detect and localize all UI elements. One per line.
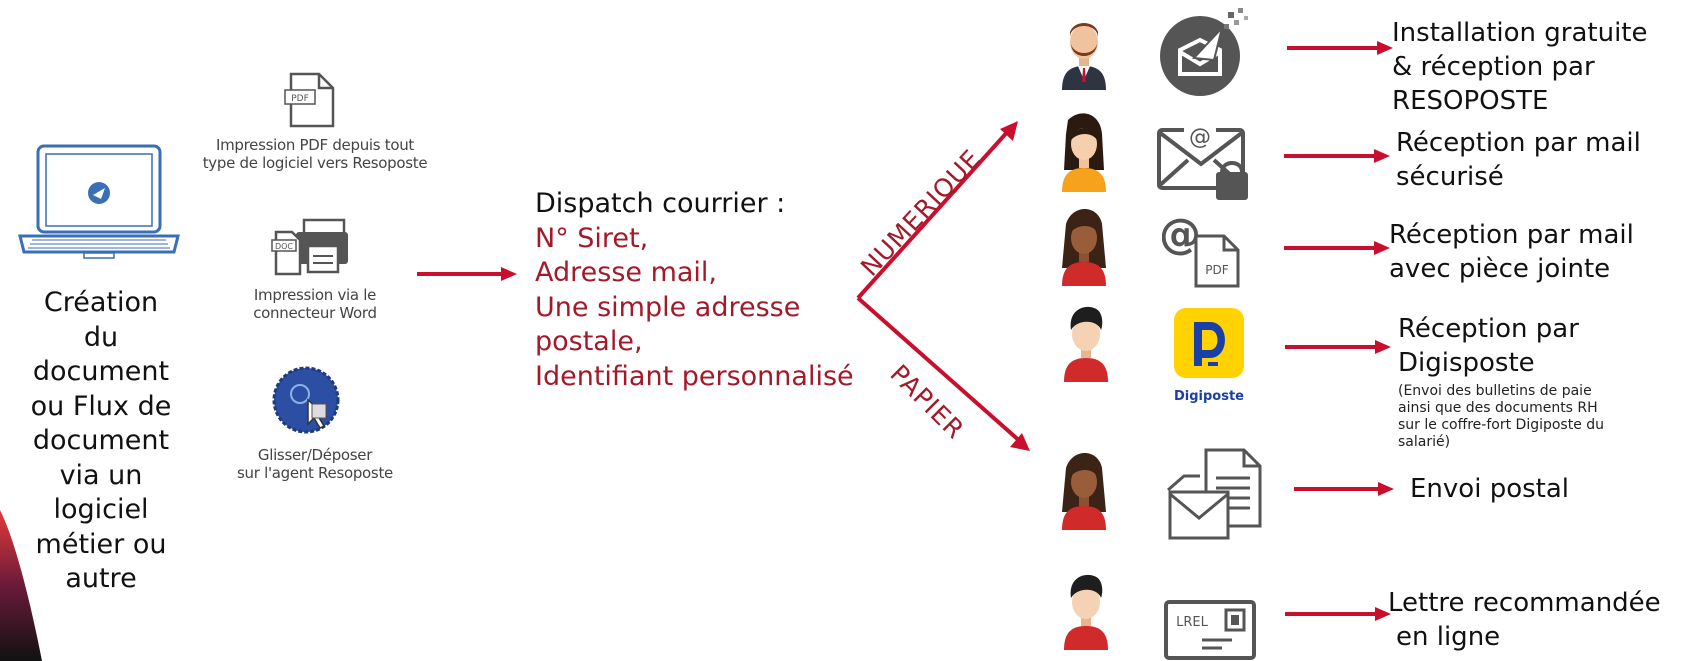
output-arrow (1284, 149, 1390, 163)
creation-line: métier ou (35, 528, 167, 560)
creation-line: logiciel (53, 494, 149, 525)
output-arrow (1285, 607, 1391, 621)
note-line: ainsi que des documents RH (1398, 400, 1598, 416)
person-woman-yellow-icon (1062, 113, 1106, 192)
creation-text: Création du document ou Flux de document… (10, 286, 192, 597)
digiposte-note: (Envoi des bulletins de paie ainsi que d… (1398, 383, 1694, 451)
digiposte-icon: Digiposte (1174, 308, 1244, 404)
dispatch-block: Dispatch courrier : N° Siret, Adresse ma… (535, 187, 865, 394)
output-line: sécurisé (1396, 162, 1504, 192)
output-arrow (1285, 340, 1391, 354)
output-line: Digisposte (1398, 348, 1535, 378)
output-line: Lettre recommandée (1388, 588, 1661, 618)
digiposte-badge: Digiposte (1174, 389, 1244, 404)
dispatch-item: Adresse mail, (535, 257, 718, 288)
laptop-icon (18, 144, 180, 259)
input-line: connecteur Word (253, 304, 377, 322)
dispatch-item: N° Siret, (535, 222, 649, 254)
creation-line: du (83, 321, 119, 353)
arrow-to-dispatch (417, 267, 517, 281)
output-text-resoposte: Installation gratuite & réception par RE… (1392, 16, 1692, 118)
output-line: Réception par mail (1389, 220, 1634, 250)
corner-decoration (0, 510, 42, 661)
person-woman-red-icon (1062, 453, 1106, 530)
output-text-digiposte: Réception par Digisposte (1398, 312, 1694, 380)
output-arrow (1294, 482, 1394, 496)
output-line: & réception par (1392, 52, 1595, 82)
input-line: sur l'agent Resoposte (237, 464, 393, 482)
person-man-red-icon (1064, 574, 1108, 650)
person-man-suit-icon (1062, 23, 1106, 90)
output-line: RESOPOSTE (1392, 86, 1549, 116)
input-line: Glisser/Déposer (257, 446, 373, 464)
dispatch-item: Une simple adresse (535, 291, 801, 323)
person-woman-red-icon (1062, 209, 1106, 286)
lrel-icon: LREL (1164, 600, 1256, 660)
branch-arrows (856, 121, 1030, 451)
input-line: type de logiciel vers Resoposte (202, 154, 428, 172)
output-arrow (1287, 41, 1393, 55)
output-line: avec pièce jointe (1389, 254, 1611, 284)
creation-line: ou Flux de (30, 390, 172, 422)
printer-icon: DOC (271, 218, 348, 276)
doc-badge: DOC (275, 242, 293, 251)
note-line: sur le coffre-fort Digiposte du (1398, 417, 1605, 433)
creation-line: document (32, 356, 170, 387)
person-man-red-icon (1064, 306, 1108, 382)
creation-line: document (32, 425, 170, 456)
pdf-attachment-icon: @ PDF (1162, 210, 1240, 288)
resoposte-agent-icon (272, 366, 340, 434)
creation-line: via un (59, 459, 143, 491)
at-badge: @ (1189, 125, 1211, 150)
postal-letter-icon (1167, 448, 1262, 540)
pdf-file-icon: PDF (284, 72, 335, 128)
output-line: Envoi postal (1410, 474, 1569, 504)
input-label-pdf: Impression PDF depuis tout type de logic… (195, 136, 435, 172)
input-line: Impression via le (253, 286, 377, 304)
dispatch-title: Dispatch courrier : (535, 188, 786, 219)
resoposte-mail-icon (1160, 8, 1248, 96)
output-arrow (1284, 241, 1390, 255)
pdf-badge: PDF (291, 94, 309, 104)
pdf-badge: PDF (1205, 263, 1228, 277)
output-line: Installation gratuite (1392, 18, 1648, 48)
secure-mail-icon: @ (1157, 124, 1248, 200)
creation-line: Création (43, 287, 159, 318)
output-text-lrel: Lettre recommandée en ligne (1388, 586, 1697, 654)
note-line: (Envoi des bulletins de paie (1398, 383, 1592, 399)
input-label-agent: Glisser/Déposer sur l'agent Resoposte (205, 446, 425, 482)
output-text-postal: Envoi postal (1410, 472, 1694, 506)
output-text-pdf-mail: Réception par mail avec pièce jointe (1389, 218, 1697, 286)
dispatch-item: postale, (535, 326, 643, 357)
lrel-badge: LREL (1176, 615, 1208, 630)
output-line: en ligne (1396, 622, 1501, 652)
output-line: Réception par mail (1396, 128, 1641, 158)
input-line: Impression PDF depuis tout (215, 136, 415, 154)
output-text-secure-mail: Réception par mail sécurisé (1396, 126, 1696, 194)
creation-line: autre (65, 563, 137, 594)
input-label-word: Impression via le connecteur Word (205, 286, 425, 322)
output-line: Réception par (1398, 314, 1579, 344)
dispatch-item: Identifiant personnalisé (535, 360, 854, 392)
note-line: salarié) (1398, 434, 1451, 450)
